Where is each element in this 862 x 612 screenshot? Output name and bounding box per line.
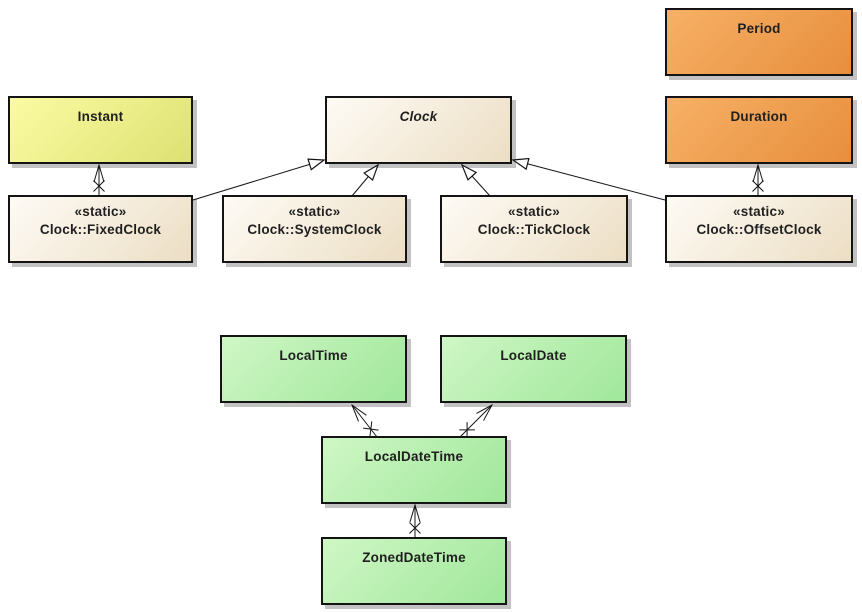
class-name: Period (737, 21, 781, 36)
class-name: Duration (730, 109, 788, 124)
class-box-offsetclock[interactable]: «static» Clock::OffsetClock (665, 195, 853, 263)
class-box-period[interactable]: Period (665, 8, 853, 76)
class-box-localtime[interactable]: LocalTime (220, 335, 407, 403)
class-box-instant[interactable]: Instant (8, 96, 193, 164)
class-box-localdate[interactable]: LocalDate (440, 335, 627, 403)
class-box-systemclock[interactable]: «static» Clock::SystemClock (222, 195, 407, 263)
class-box-zoneddatetime[interactable]: ZonedDateTime (321, 537, 507, 605)
class-name: Clock::SystemClock (247, 222, 382, 237)
class-box-clock[interactable]: Clock (325, 96, 512, 164)
class-name: Clock::FixedClock (39, 222, 162, 237)
class-box-fixedclock[interactable]: «static» Clock::FixedClock (8, 195, 193, 263)
class-name: Instant (77, 109, 124, 124)
generalization-systemclock-to-clock[interactable] (351, 165, 378, 197)
stereotype-label: «static» (733, 204, 785, 219)
class-box-localdatetime[interactable]: LocalDateTime (321, 436, 507, 504)
class-name: ZonedDateTime (362, 550, 466, 565)
association-localdatetime-to-localtime[interactable] (352, 405, 377, 438)
stereotype-label: «static» (508, 204, 560, 219)
class-name: LocalDate (500, 348, 567, 363)
stereotype-label: «static» (74, 204, 127, 219)
class-box-tickclock[interactable]: «static» Clock::TickClock (440, 195, 628, 263)
class-name: Clock (399, 109, 438, 124)
generalization-offsetclock-to-clock[interactable] (513, 160, 666, 201)
class-name: LocalDateTime (364, 449, 464, 464)
association-localdatetime-to-localdate[interactable] (460, 405, 492, 437)
stereotype-label: «static» (288, 204, 341, 219)
class-name: LocalTime (279, 348, 348, 363)
generalization-fixedclock-to-clock[interactable] (192, 160, 324, 201)
class-box-duration[interactable]: Duration (665, 96, 853, 164)
class-name: Clock::OffsetClock (696, 222, 822, 237)
class-name: Clock::TickClock (477, 222, 591, 237)
generalization-tickclock-to-clock[interactable] (462, 165, 491, 197)
